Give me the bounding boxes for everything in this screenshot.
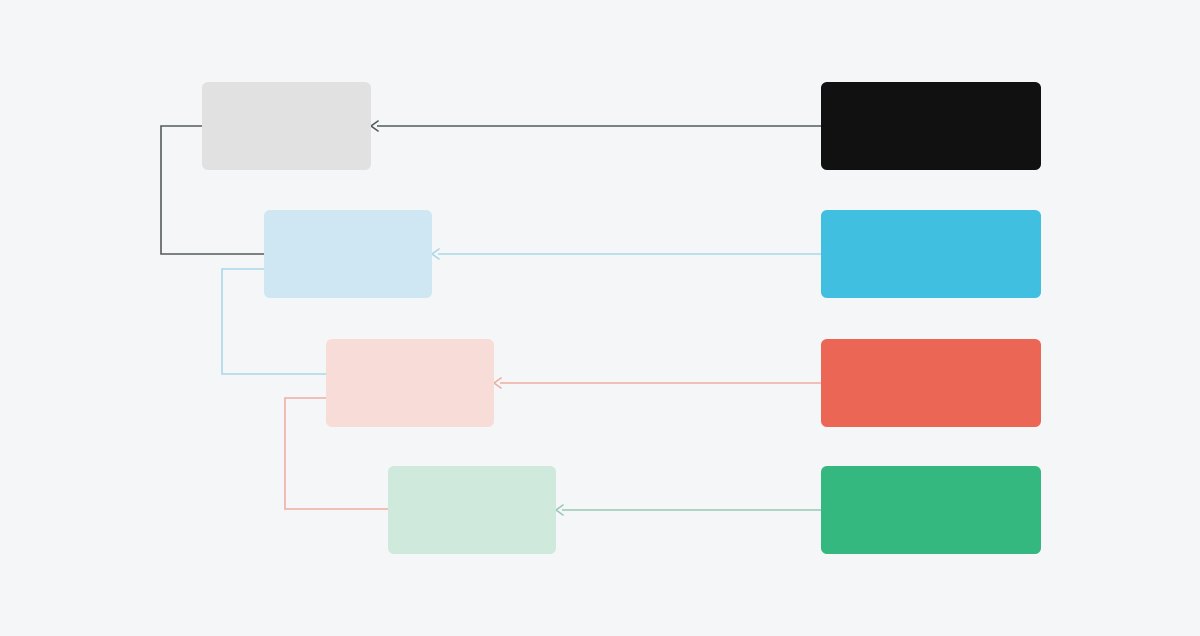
edge-desc-to-system-test-arrowhead-icon: [493, 377, 502, 389]
node-test-the-integrated-system[interactable]: [821, 339, 1041, 427]
node-integration-test[interactable]: [264, 210, 432, 298]
node-unit-test[interactable]: [202, 82, 371, 170]
node-test-component-groups[interactable]: [821, 210, 1041, 298]
edge-desc-to-acceptance-test-arrowhead-icon: [555, 504, 564, 516]
node-test-individual-component[interactable]: [821, 82, 1041, 170]
edge-desc-to-integration-test-arrowhead-icon: [431, 248, 440, 260]
node-acceptance-test[interactable]: [388, 466, 556, 554]
node-test-the-final-system[interactable]: [821, 466, 1041, 554]
node-system-test[interactable]: [326, 339, 494, 427]
edge-desc-to-unit-test-arrowhead-icon: [370, 120, 379, 132]
